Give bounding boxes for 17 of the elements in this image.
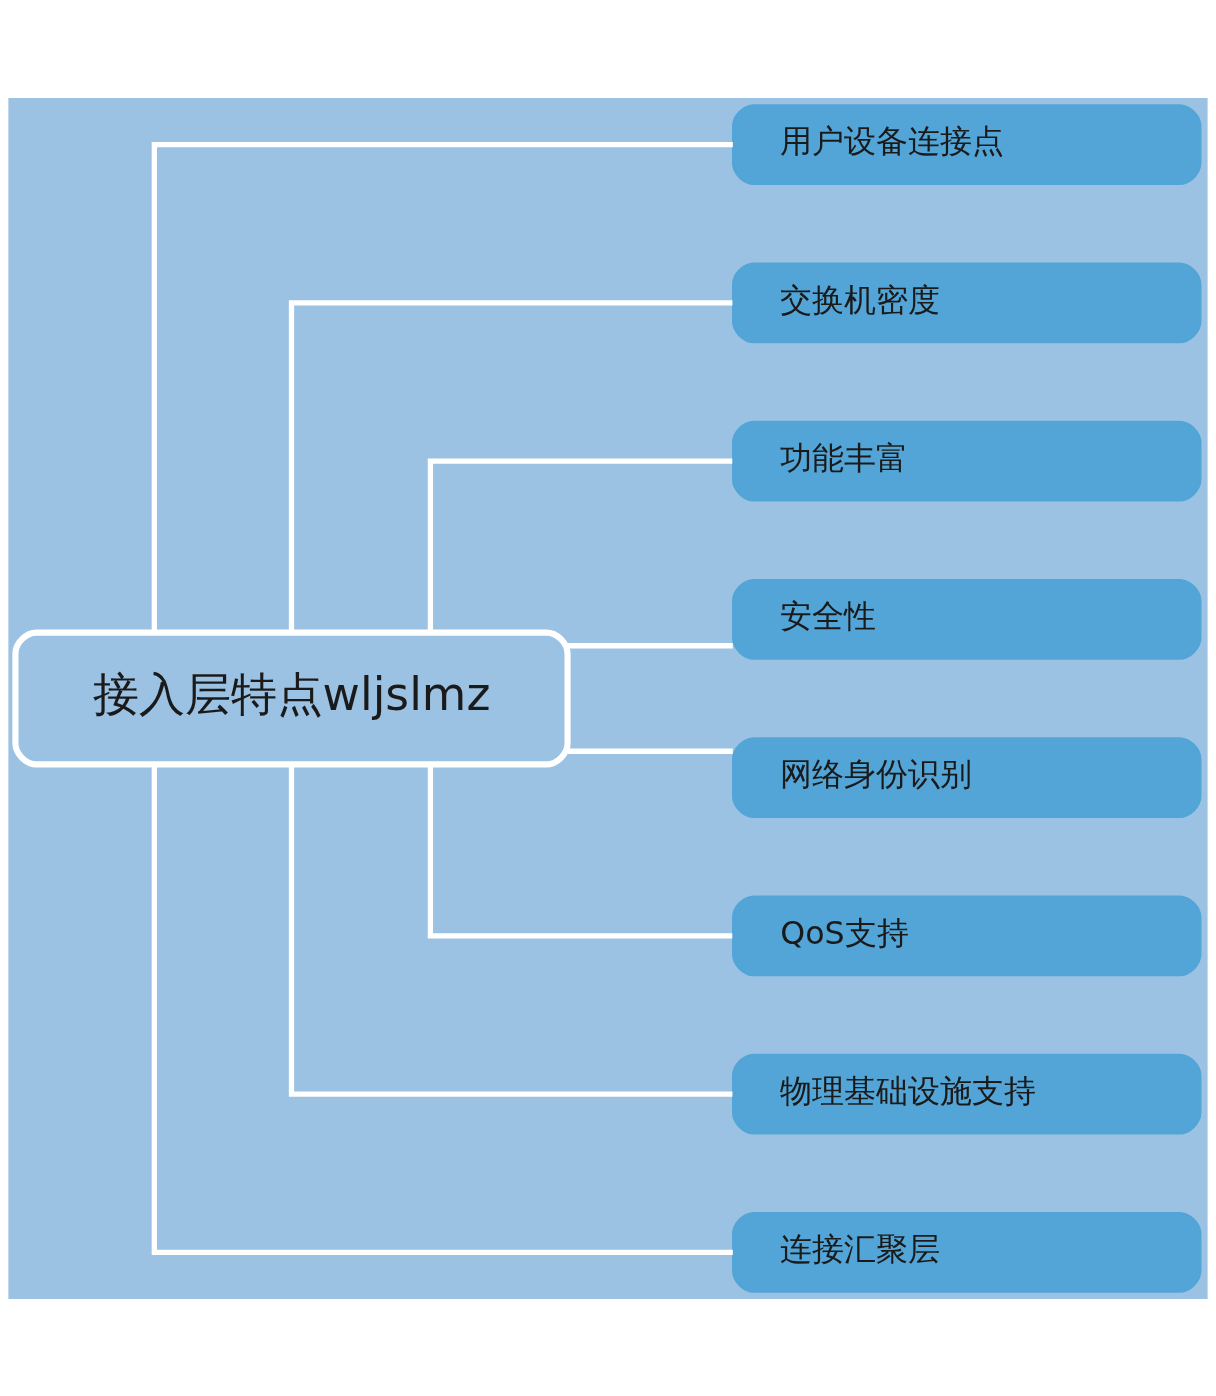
node-box: 功能丰富 <box>731 420 1202 502</box>
connector <box>567 748 733 754</box>
node-box: 交换机密度 <box>731 261 1202 343</box>
connector <box>288 764 733 1097</box>
connector <box>151 764 733 1255</box>
node-box: 接入层特点wljslmz <box>12 629 571 767</box>
node-box: QoS支持 <box>731 894 1202 976</box>
connector <box>427 457 733 632</box>
node-box: 安全性 <box>731 578 1202 660</box>
connector <box>427 764 733 939</box>
connector <box>288 299 733 632</box>
node-box: 用户设备连接点 <box>731 103 1202 185</box>
node-box: 物理基础设施支持 <box>731 1053 1202 1135</box>
connector <box>151 141 733 632</box>
connector <box>567 642 733 648</box>
node-box: 网络身份识别 <box>731 736 1202 818</box>
node-box: 连接汇聚层 <box>731 1211 1202 1293</box>
